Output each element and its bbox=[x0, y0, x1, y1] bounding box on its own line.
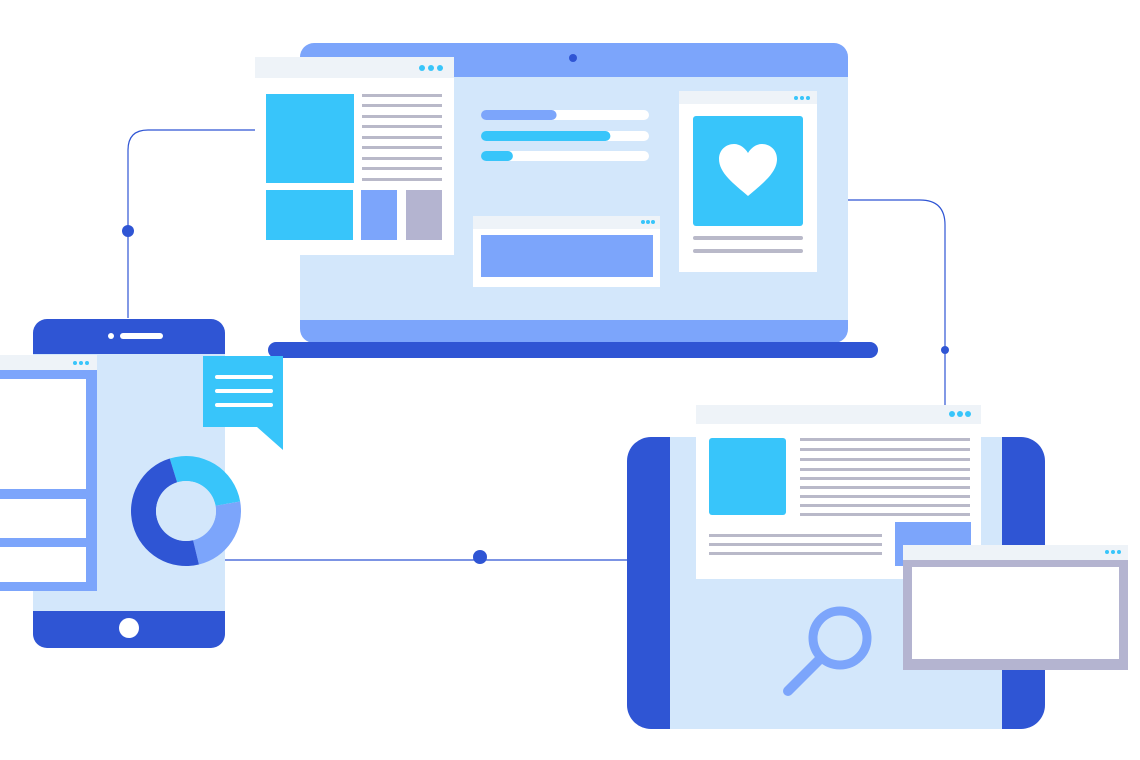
content-text-lines bbox=[709, 438, 970, 555]
progress-fill bbox=[481, 151, 513, 161]
progress-bars bbox=[481, 110, 649, 161]
donut-hole bbox=[156, 481, 216, 541]
chat-line bbox=[215, 403, 273, 407]
article-thumbnail bbox=[266, 190, 353, 240]
donut-chart-icon bbox=[131, 456, 241, 566]
side-panel-titlebar bbox=[0, 355, 97, 370]
phone-speaker bbox=[120, 333, 163, 339]
heart-icon bbox=[719, 144, 777, 196]
connector-phone-to-laptop-window bbox=[127, 129, 255, 318]
laptop-base bbox=[268, 342, 878, 358]
donut-segment bbox=[169, 456, 241, 506]
connector-node bbox=[122, 225, 134, 237]
floating-dialog bbox=[903, 545, 1128, 670]
window-dots-icon bbox=[641, 220, 655, 224]
donut-segment bbox=[131, 458, 199, 566]
article-thumbnail bbox=[361, 190, 397, 240]
chat-line bbox=[215, 375, 273, 379]
favorite-card-titlebar bbox=[679, 91, 817, 104]
article-text-lines bbox=[362, 94, 442, 181]
progress-track bbox=[481, 151, 649, 161]
side-panel-card bbox=[0, 499, 86, 538]
phone-camera-icon bbox=[108, 333, 114, 339]
text-line bbox=[693, 249, 803, 253]
window-dots-icon bbox=[794, 96, 810, 100]
content-window-titlebar bbox=[696, 405, 981, 424]
laptop-camera-icon bbox=[569, 54, 577, 62]
popup-window-banner bbox=[481, 235, 653, 277]
dialog-titlebar bbox=[903, 545, 1128, 560]
window-dots-icon bbox=[1105, 550, 1121, 554]
window-dots-icon bbox=[419, 65, 443, 71]
dialog-body bbox=[912, 567, 1119, 659]
phone-side-panel bbox=[0, 355, 97, 591]
connector-node bbox=[473, 550, 487, 564]
window-dots-icon bbox=[73, 361, 89, 365]
side-panel-card bbox=[0, 547, 86, 582]
article-thumbnail bbox=[406, 190, 442, 240]
donut-segment bbox=[193, 501, 241, 565]
content-image bbox=[709, 438, 786, 515]
chat-line bbox=[215, 389, 273, 393]
connector-laptop-to-tablet bbox=[848, 199, 946, 405]
window-dots-icon bbox=[949, 411, 971, 417]
popup-window-titlebar bbox=[473, 216, 660, 229]
progress-fill bbox=[481, 110, 557, 120]
connector-node bbox=[941, 346, 949, 354]
magnifier-icon bbox=[783, 606, 872, 696]
phone-home-button bbox=[119, 618, 139, 638]
popup-window bbox=[473, 216, 660, 287]
side-panel-card bbox=[0, 379, 86, 489]
connector-nodes bbox=[122, 188, 949, 564]
favorite-card bbox=[679, 91, 817, 272]
chat-bubble-icon bbox=[203, 356, 283, 450]
article-window-titlebar bbox=[255, 57, 454, 78]
article-hero-image bbox=[266, 94, 354, 183]
progress-fill bbox=[481, 131, 611, 141]
text-line bbox=[693, 236, 803, 240]
article-window bbox=[255, 57, 454, 255]
